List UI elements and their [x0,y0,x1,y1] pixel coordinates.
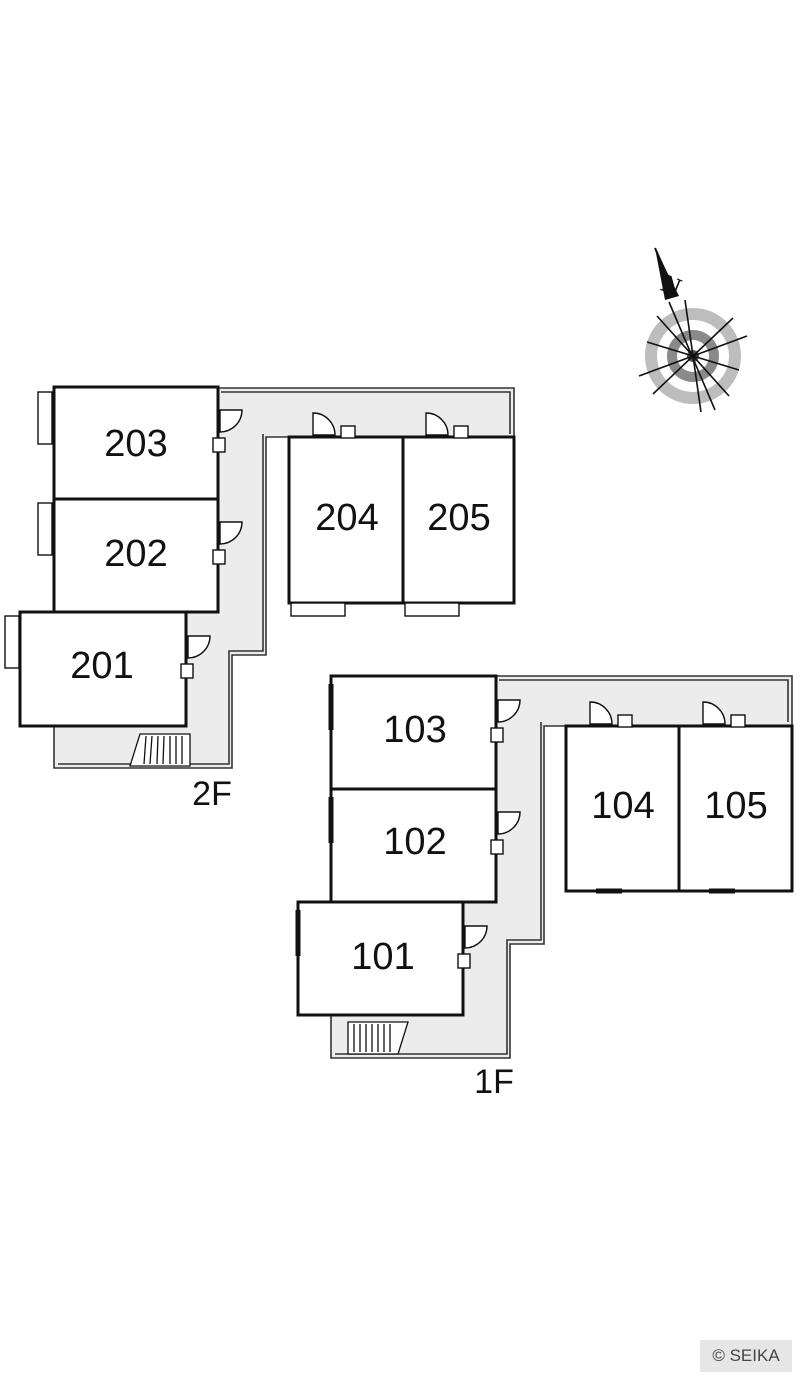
compass-rose-icon [638,247,748,413]
door-202 [212,521,243,565]
balcony-203 [37,391,53,445]
door-105 [702,701,746,728]
door-103 [490,699,521,743]
room-label-102: 102 [383,821,446,863]
door-203 [212,409,243,453]
floor-label-2f: 2F [192,775,232,813]
corridor-1f-inner [335,679,789,1055]
copyright-badge: © SEIKA [700,1340,792,1372]
door-101 [457,925,488,969]
door-102 [490,811,521,855]
room-label-105: 105 [704,785,767,827]
room-101 [296,900,465,1017]
room-201 [18,610,188,728]
staircase-1f [347,1021,409,1055]
balcony-204 [290,602,346,617]
floor-label-1f: 1F [474,1063,514,1101]
room-label-104: 104 [591,785,654,827]
door-204 [312,412,356,439]
room-label-204: 204 [315,497,378,539]
balcony-205 [404,602,460,617]
room-label-201: 201 [70,645,133,687]
room-202 [52,497,220,614]
room-label-205: 205 [427,497,490,539]
room-label-203: 203 [104,423,167,465]
staircase-2f [129,733,191,767]
room-203 [52,385,220,501]
door-205 [425,412,469,439]
door-201 [180,635,211,679]
room-label-101: 101 [351,936,414,978]
room-label-202: 202 [104,533,167,575]
balcony-201 [4,615,20,669]
balcony-202 [37,502,53,556]
door-104 [589,701,633,728]
room-label-103: 103 [383,709,446,751]
